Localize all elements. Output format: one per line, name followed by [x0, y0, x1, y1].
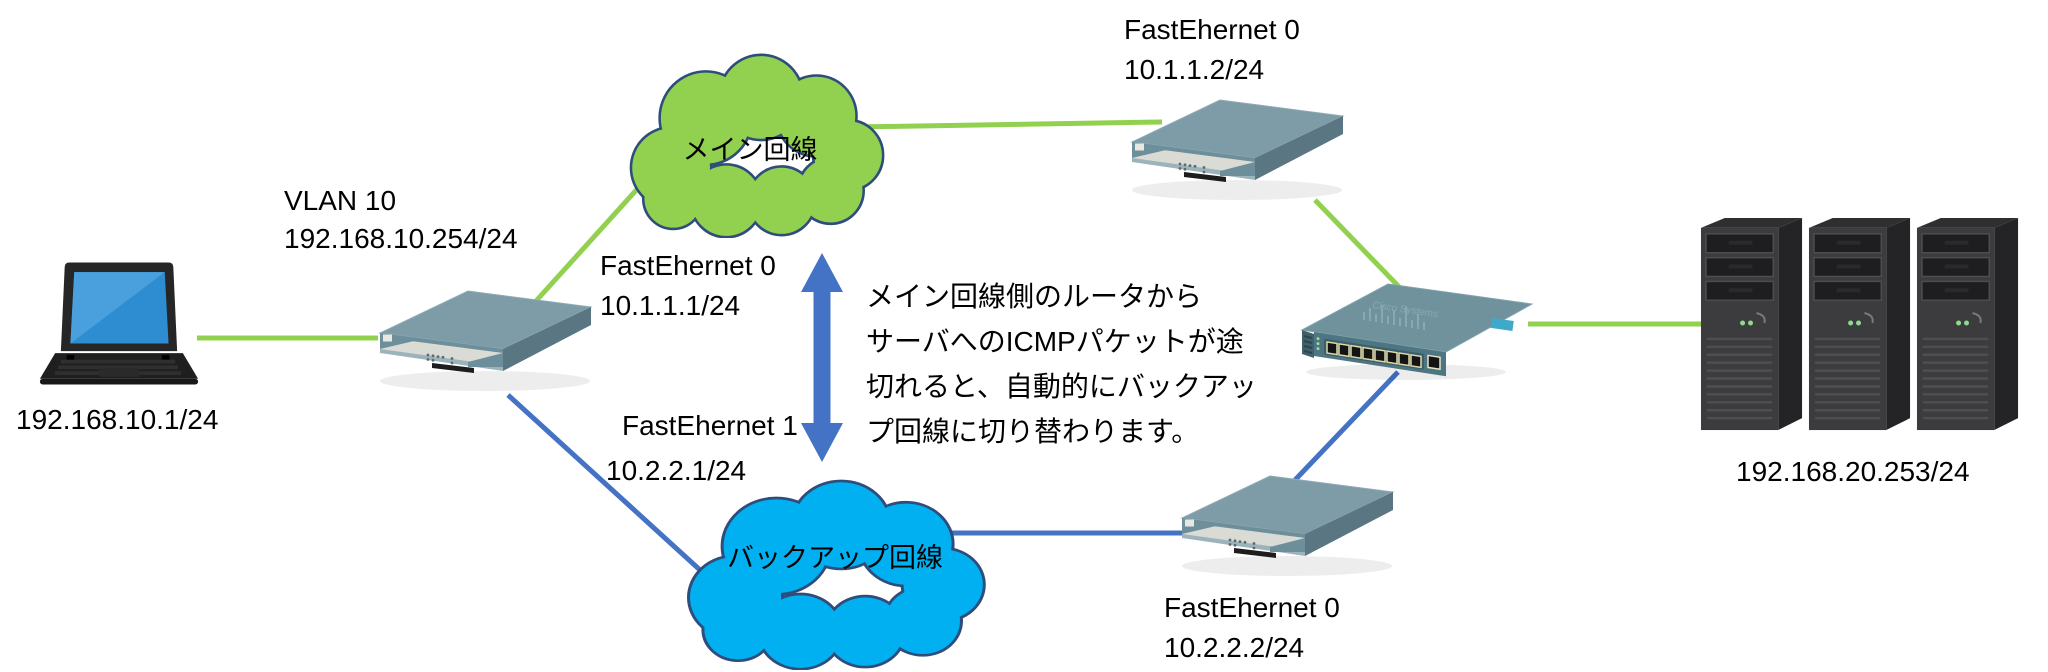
server-tower-icon [1700, 218, 1803, 431]
fe0-main-label: FastEhernet 0 10.1.1.1/24 [600, 246, 776, 326]
fe1-backup-ip: 10.2.2.1/24 [606, 455, 747, 486]
server-ip-label: 192.168.20.253/24 [1736, 456, 1970, 487]
edge-router-icon [378, 290, 593, 391]
pc-ip-label: 192.168.10.1/24 [16, 404, 219, 435]
server-tower-icon [1916, 218, 2019, 431]
main-wan-router-label: FastEhernet 0 10.1.1.2/24 [1124, 10, 1300, 90]
server-group [1700, 218, 2030, 438]
link-main-router-to-switch [1313, 198, 1407, 295]
backup-wan-if-ip: 10.2.2.2/24 [1164, 632, 1305, 663]
link-backup-router-to-switch [1293, 370, 1400, 482]
backup-wan-router-label: FastEhernet 0 10.2.2.2/24 [1164, 588, 1340, 668]
fe1-backup-name: FastEhernet 1 [622, 410, 798, 441]
main-cloud-label: メイン回線 [682, 135, 818, 165]
backup-line-cloud-icon [687, 479, 986, 670]
main-line-cloud-icon [629, 53, 885, 238]
switch-icon: Cisco Systems [1300, 283, 1534, 380]
link-main-cloud-to-main-router [854, 119, 1163, 130]
laptop-icon [39, 262, 199, 385]
failover-double-arrow-icon [801, 253, 843, 462]
backup-wan-router-icon [1180, 475, 1395, 576]
vlan-name: VLAN 10 [284, 185, 397, 216]
backup-cloud-label: バックアップ回線 [727, 543, 943, 573]
annotation-line: プ回線に切り替わります。 [866, 416, 1200, 447]
main-wan-if-name: FastEhernet 0 [1124, 14, 1300, 45]
fe0-main-name: FastEhernet 0 [600, 250, 776, 281]
server-tower-icon [1808, 218, 1911, 431]
vlan-label: VLAN 10 192.168.10.254/24 [284, 182, 518, 258]
annotation-line: サーバへのICMPパケットが途 [866, 326, 1244, 357]
main-wan-if-ip: 10.1.1.2/24 [1124, 54, 1265, 85]
backup-wan-if-name: FastEhernet 0 [1164, 592, 1340, 623]
main-wan-router-icon [1130, 99, 1345, 200]
annotation-line: 切れると、自動的にバックアッ [866, 371, 1257, 402]
annotation-line: メイン回線側のルータから [866, 281, 1203, 312]
link-edge-router-to-backup-cloud [506, 393, 702, 572]
vlan-ip: 192.168.10.254/24 [284, 223, 518, 254]
failover-annotation: メイン回線側のルータから サーバへのICMPパケットが途 切れると、自動的にバッ… [866, 274, 1257, 454]
fe0-main-ip: 10.1.1.1/24 [600, 290, 741, 321]
